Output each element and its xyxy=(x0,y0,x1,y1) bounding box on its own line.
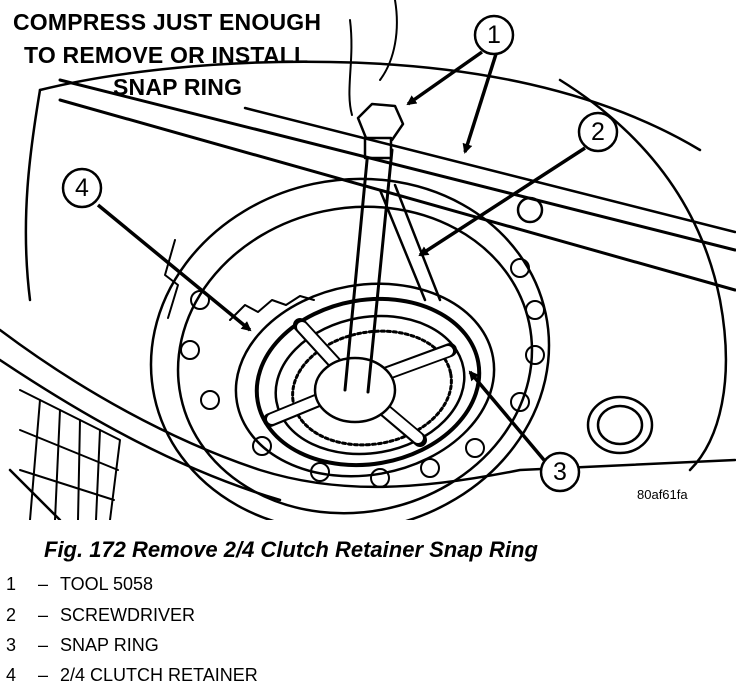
legend-item: 3–SNAP RING xyxy=(6,635,159,656)
legend-text: 2/4 CLUTCH RETAINER xyxy=(60,665,258,685)
callout-number-1: 1 xyxy=(487,20,501,49)
legend-dash: – xyxy=(37,605,48,625)
figure-code: 80af61fa xyxy=(637,487,688,502)
leader-1a xyxy=(406,50,484,106)
transmission-illustration xyxy=(0,0,736,520)
instruction-callout-line-1: COMPRESS JUST ENOUGH xyxy=(13,9,322,35)
valve-body-grid xyxy=(19,389,121,520)
case-left-edge xyxy=(24,88,42,302)
case-lower-wall xyxy=(0,328,736,489)
legend-text: TOOL 5058 xyxy=(60,574,154,594)
leader-1b xyxy=(462,53,498,154)
bore-flange-outer xyxy=(149,177,551,520)
callout-circle-4 xyxy=(61,167,103,209)
legend-number: 1 xyxy=(6,574,17,594)
leader-2 xyxy=(418,146,586,257)
legend-text: SNAP RING xyxy=(60,635,159,655)
legend-dash: – xyxy=(37,635,48,655)
case-right-edge xyxy=(558,78,728,472)
instruction-callout-line-2: TO REMOVE OR INSTALL xyxy=(24,42,309,68)
legend-item: 4–2/4 CLUTCH RETAINER xyxy=(6,665,258,686)
callout-circle-2 xyxy=(577,111,619,153)
leader-3 xyxy=(468,370,546,462)
bore-flange-inner xyxy=(176,205,534,515)
legend-item: 1–TOOL 5058 xyxy=(6,574,153,595)
legend-dash: – xyxy=(37,665,48,685)
case-plug xyxy=(586,395,654,455)
legend-text: SCREWDRIVER xyxy=(60,605,196,625)
figure-caption: Fig. 172 Remove 2/4 Clutch Retainer Snap… xyxy=(44,537,538,562)
callout-circle-1 xyxy=(473,14,515,56)
legend-number: 3 xyxy=(6,635,17,655)
callout-number-3: 3 xyxy=(553,457,567,486)
callout-number-4: 4 xyxy=(75,173,89,202)
callout-number-2: 2 xyxy=(591,117,605,146)
case-outline xyxy=(38,60,702,152)
callout-circle-3 xyxy=(539,451,581,493)
tool-shaft xyxy=(343,148,394,394)
legend-number: 2 xyxy=(6,605,17,625)
legend-dash: – xyxy=(37,574,48,594)
tool-bar-bottom xyxy=(58,98,736,292)
screwdriver xyxy=(378,183,442,302)
tool-hub xyxy=(313,356,397,424)
leader-4 xyxy=(96,203,252,332)
clutch-retainer xyxy=(234,282,496,478)
legend-item: 2–SCREWDRIVER xyxy=(6,605,195,626)
tool-nut xyxy=(356,102,405,142)
legend-number: 4 xyxy=(6,665,17,685)
tool-bar-top xyxy=(58,78,736,252)
instruction-callout-line-3: SNAP RING xyxy=(113,74,243,100)
